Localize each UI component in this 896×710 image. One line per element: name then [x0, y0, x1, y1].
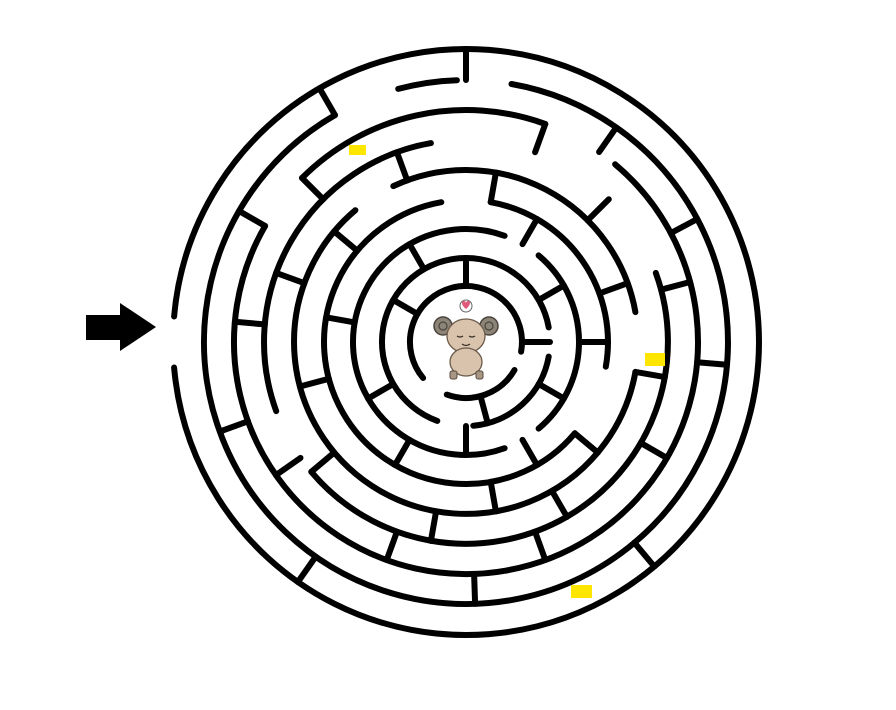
maze-radial-wall-14	[383, 528, 400, 563]
maze-walls	[216, 46, 730, 607]
maze-radial-wall-25	[487, 169, 499, 206]
maze-ring-segment-3	[231, 161, 701, 578]
maze-radial-wall-28	[487, 478, 499, 515]
maze-ring-segment-15	[407, 282, 525, 381]
maze-radial-wall-3	[694, 359, 730, 368]
maze-radial-wall-43	[390, 297, 421, 317]
maze-radial-wall-16	[231, 318, 268, 328]
gold-bar-2[interactable]	[645, 353, 665, 366]
maze-radial-wall-27	[571, 430, 601, 456]
maze-radial-wall-10	[532, 121, 549, 156]
maze-radial-wall-2	[667, 216, 701, 237]
maze-ring-segment-7	[291, 207, 639, 517]
maze-radial-wall-5	[471, 570, 479, 607]
ram-body	[449, 347, 483, 377]
maze-radial-wall-4	[631, 539, 658, 570]
maze-radial-wall-20	[549, 488, 570, 520]
maze-radial-wall-30	[331, 228, 361, 254]
maze-ring-segment-0	[171, 46, 762, 638]
maze-radial-wall-26	[596, 280, 631, 297]
maze-radial-wall-23	[273, 269, 308, 287]
maze-ring-segment-8	[390, 166, 639, 316]
maze-radial-wall-18	[584, 196, 612, 224]
maze-radial-wall-34	[392, 436, 413, 468]
maze-radial-wall-31	[519, 216, 540, 248]
maze-radial-wall-12	[637, 440, 670, 461]
arrow-right-icon	[86, 303, 156, 351]
maze-radial-wall-33	[519, 436, 540, 468]
maze-radial-wall-21	[427, 508, 440, 544]
maze-radial-wall-36	[535, 282, 567, 303]
maze-radial-wall-13	[532, 528, 549, 563]
maze-radial-wall-42	[477, 393, 491, 427]
maze-radial-wall-17	[299, 175, 327, 203]
maze-radial-wall-15	[273, 454, 304, 479]
maze-ring-segment-5	[308, 269, 671, 547]
maze-ring-segment-13	[378, 254, 552, 424]
maze-ring-segment-9	[321, 199, 578, 487]
maze-ring-segment-4	[299, 107, 549, 181]
maze-ring-segment-2	[395, 77, 460, 92]
maze-radial-wall-37	[535, 381, 567, 402]
maze-radial-wall-11	[658, 279, 694, 293]
maze-ring-segment-11	[350, 226, 508, 458]
maze-radial-wall-6	[294, 553, 319, 585]
gold-bar-1[interactable]	[349, 145, 366, 155]
maze-radial-wall-40	[406, 241, 427, 273]
maze-radial-wall-7	[216, 418, 251, 435]
maze-radial-wall-8	[236, 208, 269, 229]
heart-icon	[459, 299, 473, 313]
maze-radial-wall-22	[308, 449, 338, 475]
maze-ring-segment-10	[487, 199, 611, 370]
maze-radial-wall-35	[323, 314, 358, 326]
maze-radial-wall-9	[316, 85, 338, 119]
maze-radial-wall-19	[632, 368, 668, 381]
maze-radial-wall-24	[393, 149, 411, 184]
maze-ring-segment-16	[443, 367, 518, 401]
ram-character[interactable]	[433, 299, 499, 380]
maze-radial-wall-29	[296, 375, 332, 390]
maze-radial-wall-39	[365, 381, 397, 402]
maze-ring-segment-6	[261, 140, 434, 415]
gold-bar-3[interactable]	[571, 585, 592, 598]
maze-radial-wall-1	[596, 124, 620, 155]
